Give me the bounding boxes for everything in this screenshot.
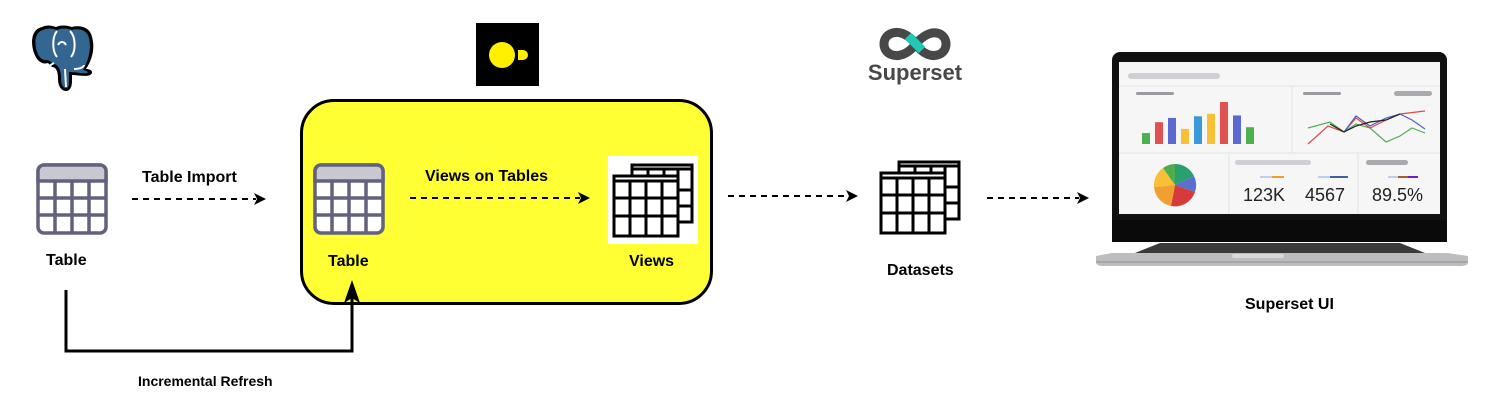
screen-bar: [1246, 127, 1254, 144]
datasets-stacked-tables-icon[interactable]: [879, 159, 961, 235]
source-table-label: Table: [46, 252, 87, 269]
kpi-value-2: 4567: [1305, 185, 1345, 205]
datasets-to-ui-arrow: [987, 192, 1089, 204]
views-to-datasets-arrow: [728, 190, 858, 202]
views-stacked-tables-icon[interactable]: [612, 162, 694, 238]
incremental-refresh-arrow: [64, 280, 360, 353]
pie-chart: [1153, 163, 1197, 207]
screen-bar: [1155, 122, 1163, 144]
table-import-arrow: [132, 193, 266, 205]
line-series-black: [1329, 113, 1401, 133]
table-import-label: Table Import: [142, 169, 237, 186]
superset-infinity-icon: [879, 27, 951, 61]
views-on-tables-label: Views on Tables: [425, 168, 549, 185]
screen-bar: [1168, 117, 1176, 144]
source-table-icon[interactable]: [36, 163, 108, 235]
duckdb-table-icon[interactable]: [313, 163, 385, 235]
screen-bar: [1194, 116, 1202, 144]
superset-logo-text: Superset: [867, 60, 963, 85]
datasets-label: Datasets: [887, 262, 954, 279]
views-label: Views: [629, 253, 675, 270]
kpi-value-1: 123K: [1243, 185, 1285, 205]
screen-bar: [1207, 113, 1215, 144]
screen-bar: [1220, 102, 1228, 144]
screen-bar: [1233, 115, 1241, 144]
screen-bar: [1142, 133, 1150, 144]
duckdb-logo: [476, 23, 539, 86]
superset-ui-laptop-image: 123K 4567 89.5%: [1096, 52, 1468, 266]
duckdb-table-label: Table: [328, 253, 369, 270]
screen-bar: [1181, 128, 1189, 144]
postgresql-elephant-logo: [32, 25, 94, 91]
superset-logo: Superset: [860, 26, 970, 92]
views-on-tables-arrow: [410, 192, 590, 204]
incremental-refresh-label: Incremental Refresh: [138, 373, 273, 389]
kpi-value-3: 89.5%: [1372, 185, 1423, 205]
superset-ui-label: Superset UI: [1245, 296, 1334, 313]
line-series-blue: [1343, 113, 1426, 133]
